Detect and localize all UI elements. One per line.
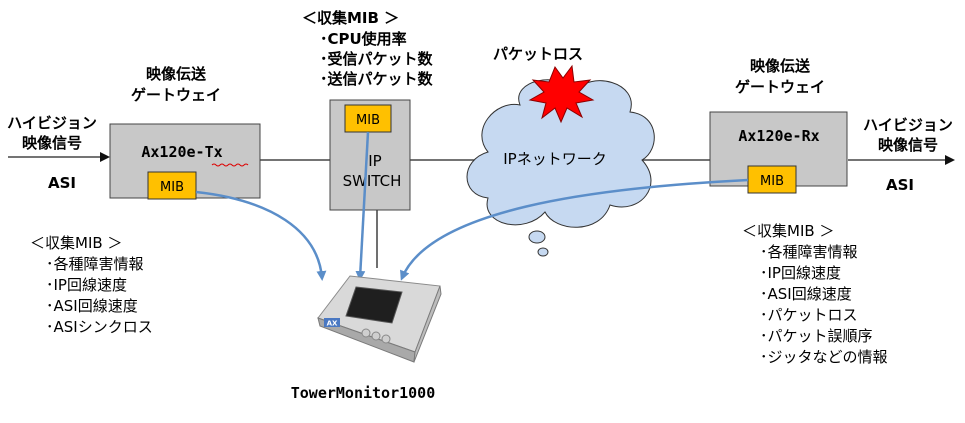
- monitor-logo-badge: [324, 318, 340, 327]
- tx-mib-item-0: ･各種障害情報: [46, 255, 144, 273]
- rx-mib-arrow: [400, 178, 749, 281]
- rx-mib-item-0: ･各種障害情報: [760, 243, 858, 261]
- tx-mib-item-1: ･IP回線速度: [46, 276, 127, 294]
- switch-mib-item-2: ･送信パケット数: [320, 70, 434, 88]
- rx-mib-item-5: ･ジッタなどの情報: [760, 348, 888, 366]
- switch-mib-item-0: ･CPU使用率: [320, 30, 407, 48]
- switch-mib-arrow: [355, 131, 370, 281]
- tx-mib-label: MIB: [160, 180, 184, 195]
- rx-caption-line2: ゲートウェイ: [735, 78, 825, 96]
- tx-mib-item-3: ･ASIシンクロス: [46, 318, 153, 336]
- rx-mib-item-4: ･パケット誤順序: [760, 327, 873, 345]
- output-label-line2: 映像信号: [878, 136, 938, 154]
- switch-mib-header: ＜収集MIB ＞: [302, 9, 399, 27]
- tx-caption-line2: ゲートウェイ: [131, 86, 221, 104]
- input-format-label: ASI: [48, 174, 76, 192]
- tx-caption-line1: 映像伝送: [146, 65, 207, 83]
- rx-mib-header: ＜収集MIB ＞: [742, 222, 834, 240]
- switch-label-line2: SWITCH: [343, 172, 402, 190]
- tx-mib-arrow: [195, 190, 327, 281]
- tx-mib-box: [147, 171, 197, 200]
- switch-mib-item-1: ･受信パケット数: [320, 50, 434, 68]
- rx-caption-line1: 映像伝送: [750, 57, 811, 75]
- cloud-bubble-small: [537, 247, 549, 257]
- monitor-screen: [345, 286, 403, 324]
- tower-monitor-device: AX: [317, 275, 442, 363]
- ip-network-cloud: [466, 79, 655, 228]
- rx-mib-item-1: ･IP回線速度: [760, 264, 841, 282]
- monitor-button: [371, 331, 381, 341]
- switch-mib-label: MIB: [356, 113, 380, 128]
- burst-label: パケットロス: [493, 45, 583, 63]
- tx-mib-item-2: ･ASI回線速度: [46, 297, 138, 315]
- output-label-line1: ハイビジョン: [863, 116, 953, 134]
- monitor-button: [381, 334, 391, 344]
- rx-model-label: Ax120e-Rx: [738, 127, 819, 145]
- packet-loss-burst: [528, 64, 595, 124]
- input-label-line2: 映像信号: [22, 134, 82, 152]
- monitor-button: [361, 328, 371, 338]
- rx-mib-item-2: ･ASI回線速度: [760, 285, 852, 303]
- rx-mib-item-3: ･パケットロス: [760, 306, 858, 324]
- tx-model-label: Ax120e-Tx: [141, 143, 222, 161]
- rx-mib-label: MIB: [760, 174, 784, 189]
- cloud-label: IPネットワーク: [503, 150, 606, 168]
- switch-label-line1: IP: [368, 152, 381, 170]
- cloud-bubble-large: [528, 230, 546, 244]
- rx-mib-box: [747, 165, 797, 194]
- monitor-name-label: TowerMonitor1000: [291, 384, 436, 402]
- tx-mib-header: ＜収集MIB ＞: [30, 234, 122, 252]
- output-format-label: ASI: [886, 176, 914, 194]
- input-label-line1: ハイビジョン: [7, 114, 97, 132]
- monitor-logo-text: AX: [327, 320, 338, 328]
- spellcheck-underline: [211, 163, 249, 167]
